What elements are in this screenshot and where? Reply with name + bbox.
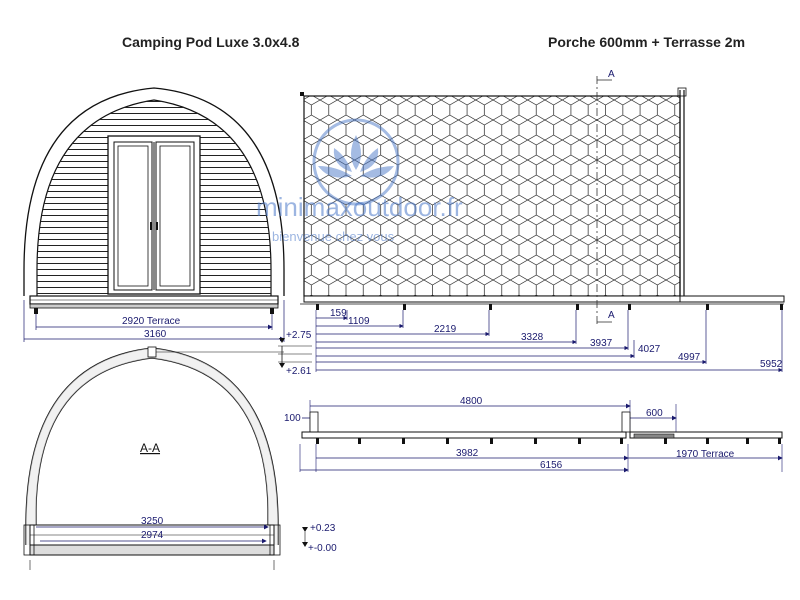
level-top: +2.75 (286, 330, 312, 341)
drawing-subtitle: Porche 600mm + Terrasse 2m (548, 34, 746, 50)
side-dim-8: 5952 (760, 359, 783, 370)
section-label: A-A (140, 441, 160, 455)
side-dim-2: 1109 (348, 316, 370, 327)
front-dim-terrace: 2920 Terrace (122, 316, 181, 327)
side-dim-7: 4997 (678, 352, 701, 363)
watermark-tagline: bienvenue chez vous (272, 229, 395, 244)
side-dim-5: 3937 (590, 338, 613, 349)
drawing-title: Camping Pod Luxe 3.0x4.8 (122, 34, 300, 50)
section-dim-inner: 2974 (141, 530, 164, 541)
plan-dim-floor: 3982 (456, 448, 479, 459)
side-dim-3: 2219 (434, 324, 457, 335)
side-dim-4: 3328 (521, 332, 544, 343)
section-view: A-A 3250 2974 +0.23 +-0.00 (23, 346, 337, 570)
level-markers: +2.75 +2.61 (278, 330, 312, 377)
plan-dim-total: 6156 (540, 460, 563, 471)
section-marker-top: A (608, 69, 615, 80)
section-marker-bottom: A (608, 310, 615, 321)
plan-dim-terrace: 1970 Terrace (676, 449, 735, 460)
side-view: A A 159 1109 2219 3328 3937 4027 49 (300, 69, 785, 373)
side-dim-1: 159 (330, 308, 347, 319)
section-level-top: +0.23 (310, 523, 336, 534)
level-bottom: +2.61 (286, 366, 312, 377)
side-dim-6: 4027 (638, 344, 661, 355)
watermark: minimaxoutdoor.fr bienvenue chez vous (256, 118, 463, 244)
section-dim-outer: 3250 (141, 516, 164, 527)
lotus-logo-icon (312, 118, 400, 206)
watermark-brand: minimaxoutdoor.fr (256, 192, 463, 222)
plan-dim-porch: 600 (646, 408, 663, 419)
plan-dim-left: 100 (284, 413, 301, 424)
front-view: 2920 Terrace 3160 (23, 87, 285, 342)
plan-dim-length: 4800 (460, 396, 483, 407)
section-level-bottom: +-0.00 (308, 543, 337, 554)
front-dim-width: 3160 (144, 329, 167, 340)
plan-view: 4800 600 100 3982 (284, 396, 783, 473)
